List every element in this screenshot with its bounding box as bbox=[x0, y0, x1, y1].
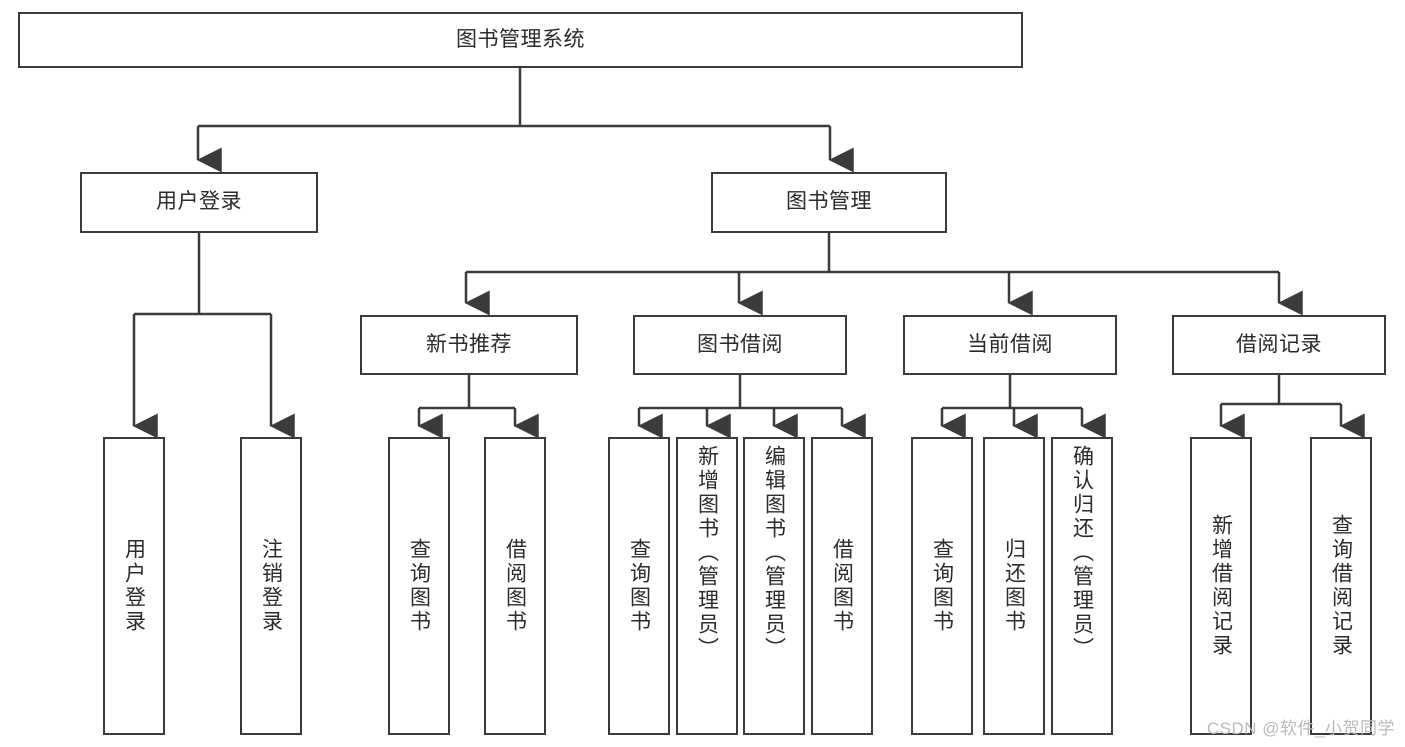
leaf-user-login[interactable]: 用户登录 bbox=[103, 437, 165, 735]
leaf-query-book-borrow[interactable]: 查询图书 bbox=[608, 437, 670, 735]
leaf-borrow-book[interactable]: 借阅图书 bbox=[811, 437, 873, 735]
node-label: 用户登录 bbox=[156, 190, 242, 214]
node-label: 新增图书（管理员） bbox=[695, 445, 719, 661]
node-label: 查询图书 bbox=[930, 538, 954, 634]
leaf-add-borrow-record[interactable]: 新增借阅记录 bbox=[1190, 437, 1252, 735]
node-label: 图书管理系统 bbox=[456, 27, 585, 51]
node-label: 新增借阅记录 bbox=[1209, 514, 1233, 658]
node-user-login[interactable]: 用户登录 bbox=[80, 172, 318, 233]
node-root-system[interactable]: 图书管理系统 bbox=[18, 12, 1023, 68]
connector-user-login-to-leaves bbox=[132, 233, 295, 439]
node-label: 用户登录 bbox=[122, 538, 146, 634]
node-new-book-recommendation[interactable]: 新书推荐 bbox=[360, 315, 578, 375]
leaf-query-borrow-record[interactable]: 查询借阅记录 bbox=[1310, 437, 1372, 735]
node-label: 归还图书 bbox=[1002, 538, 1026, 634]
connector-borrow-to-leaves bbox=[637, 375, 866, 439]
node-label: 注销登录 bbox=[259, 538, 283, 634]
node-label: 当前借阅 bbox=[967, 332, 1053, 356]
node-label: 查询借阅记录 bbox=[1329, 514, 1353, 658]
node-label: 借阅图书 bbox=[503, 538, 527, 634]
node-label: 查询图书 bbox=[627, 538, 651, 634]
node-label: 图书管理 bbox=[786, 190, 872, 214]
connector-book-mgmt-to-level3 bbox=[464, 233, 1303, 316]
leaf-query-book-current[interactable]: 查询图书 bbox=[911, 437, 973, 735]
leaf-confirm-return-admin[interactable]: 确认归还（管理员） bbox=[1051, 437, 1113, 735]
leaf-edit-book-admin[interactable]: 编辑图书（管理员） bbox=[743, 437, 805, 735]
leaf-return-book[interactable]: 归还图书 bbox=[983, 437, 1045, 735]
leaf-logout[interactable]: 注销登录 bbox=[240, 437, 302, 735]
leaf-borrow-book-new[interactable]: 借阅图书 bbox=[484, 437, 546, 735]
node-label: 查询图书 bbox=[407, 538, 431, 634]
node-label: 图书借阅 bbox=[697, 332, 783, 356]
node-label: 借阅记录 bbox=[1236, 332, 1322, 356]
node-borrowing-records[interactable]: 借阅记录 bbox=[1172, 315, 1386, 375]
node-label: 借阅图书 bbox=[830, 538, 854, 634]
node-book-management[interactable]: 图书管理 bbox=[711, 172, 947, 233]
node-label: 确认归还（管理员） bbox=[1070, 445, 1094, 661]
connector-borrow-record-to-leaves bbox=[1219, 375, 1365, 439]
node-label: 新书推荐 bbox=[426, 332, 512, 356]
node-current-borrowing[interactable]: 当前借阅 bbox=[903, 315, 1117, 375]
leaf-query-book-new[interactable]: 查询图书 bbox=[388, 437, 450, 735]
connector-current-borrow-to-leaves bbox=[940, 375, 1106, 439]
node-book-borrowing[interactable]: 图书借阅 bbox=[633, 315, 847, 375]
node-label: 编辑图书（管理员） bbox=[762, 445, 786, 661]
connector-new-book-to-leaves bbox=[417, 375, 539, 439]
watermark: CSDN @软件_小贺同学 bbox=[1206, 719, 1395, 738]
connector-root-to-level2 bbox=[196, 68, 854, 173]
leaf-add-book-admin[interactable]: 新增图书（管理员） bbox=[676, 437, 738, 735]
